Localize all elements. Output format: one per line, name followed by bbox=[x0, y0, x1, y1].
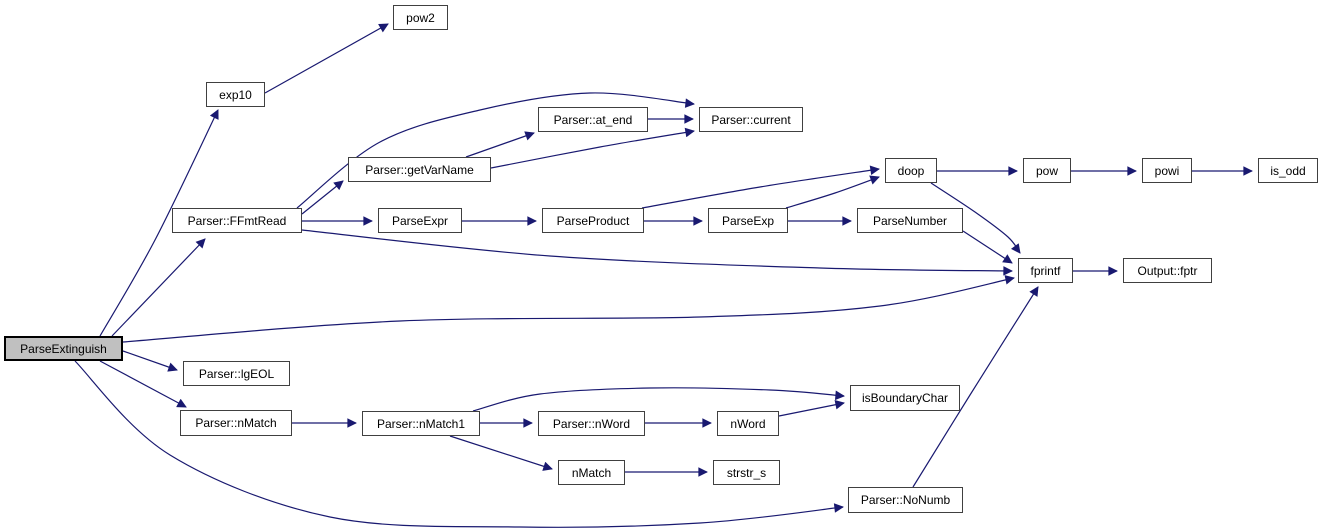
edge-no-numb-to-fprintf bbox=[912, 286, 1039, 488]
node-label-nword-parser: Parser::nWord bbox=[552, 416, 631, 431]
node-is-odd[interactable]: is_odd bbox=[1258, 158, 1318, 183]
edge-get-var-name-to-current bbox=[490, 127, 695, 169]
node-label-pow2: pow2 bbox=[406, 10, 435, 25]
edge-parse-extinguish-to-exp10 bbox=[99, 109, 219, 337]
node-nword[interactable]: nWord bbox=[717, 411, 779, 436]
edge-parse-product-to-doop bbox=[641, 165, 880, 209]
node-parse-number[interactable]: ParseNumber bbox=[857, 208, 963, 233]
edge-parse-extinguish-to-lg-eol bbox=[122, 350, 178, 372]
node-label-nmatch: nMatch bbox=[571, 465, 612, 480]
node-label-parse-number: ParseNumber bbox=[872, 213, 948, 228]
node-label-is-boundary-char: isBoundaryChar bbox=[861, 391, 949, 405]
node-label-lg-eol: Parser::lgEOL bbox=[198, 366, 275, 381]
node-label-parse-expr: ParseExpr bbox=[391, 213, 449, 228]
node-label-parse-product: ParseProduct bbox=[556, 213, 630, 228]
edge-parse-extinguish-to-ffmt-read bbox=[111, 238, 206, 337]
node-label-nmatch1: Parser::nMatch1 bbox=[376, 416, 466, 431]
node-current[interactable]: Parser::current bbox=[699, 107, 803, 132]
node-exp10[interactable]: exp10 bbox=[206, 82, 265, 107]
node-parse-product[interactable]: ParseProduct bbox=[542, 208, 644, 233]
edge-parse-extinguish-to-fprintf bbox=[122, 275, 1015, 343]
node-label-output-fptr: Output::fptr bbox=[1137, 263, 1198, 278]
node-strstr-s[interactable]: strstr_s bbox=[713, 460, 780, 485]
node-pow[interactable]: pow bbox=[1023, 158, 1071, 183]
node-label-is-odd: is_odd bbox=[1270, 163, 1306, 178]
node-label-strstr-s: strstr_s bbox=[726, 465, 767, 480]
node-nmatch[interactable]: nMatch bbox=[558, 460, 625, 485]
node-label-doop: doop bbox=[897, 163, 925, 178]
node-parse-exp[interactable]: ParseExp bbox=[708, 208, 788, 233]
node-pow2[interactable]: pow2 bbox=[393, 5, 448, 30]
node-powi[interactable]: powi bbox=[1142, 158, 1192, 183]
node-label-no-numb: Parser::NoNumb bbox=[860, 493, 951, 507]
edge-parse-extinguish-to-no-numb bbox=[74, 360, 844, 528]
node-label-at-end: Parser::at_end bbox=[553, 112, 633, 127]
node-doop[interactable]: doop bbox=[885, 158, 937, 183]
node-label-nword: nWord bbox=[730, 416, 766, 431]
node-label-powi: powi bbox=[1154, 163, 1180, 178]
node-parse-extinguish[interactable]: ParseExtinguish bbox=[4, 336, 123, 361]
node-label-parse-extinguish: ParseExtinguish bbox=[20, 341, 107, 356]
node-no-numb[interactable]: Parser::NoNumb bbox=[848, 487, 963, 513]
edge-ffmt-read-to-get-var-name bbox=[301, 180, 344, 215]
node-label-fprintf: fprintf bbox=[1030, 263, 1061, 278]
node-label-get-var-name: Parser::getVarName bbox=[365, 162, 474, 177]
node-label-current: Parser::current bbox=[711, 112, 791, 127]
node-label-parse-exp: ParseExp bbox=[721, 213, 775, 228]
edge-nword-to-is-boundary-char bbox=[778, 399, 845, 417]
edge-doop-to-fprintf bbox=[930, 182, 1021, 254]
edge-parse-extinguish-to-nmatch-parser bbox=[99, 360, 187, 408]
edge-ffmt-read-to-fprintf bbox=[301, 229, 1013, 276]
node-nmatch1[interactable]: Parser::nMatch1 bbox=[362, 411, 480, 436]
edge-exp10-to-pow2 bbox=[264, 23, 389, 94]
node-label-ffmt-read: Parser::FFmtRead bbox=[187, 213, 287, 228]
edge-nmatch1-to-is-boundary-char bbox=[472, 387, 845, 412]
node-ffmt-read[interactable]: Parser::FFmtRead bbox=[172, 208, 302, 233]
edge-parse-number-to-fprintf bbox=[962, 230, 1013, 264]
node-fprintf[interactable]: fprintf bbox=[1018, 258, 1073, 283]
node-is-boundary-char[interactable]: isBoundaryChar bbox=[850, 385, 960, 411]
node-label-pow: pow bbox=[1035, 163, 1058, 178]
node-nword-parser[interactable]: Parser::nWord bbox=[538, 411, 645, 436]
node-parse-expr[interactable]: ParseExpr bbox=[378, 208, 462, 233]
node-output-fptr[interactable]: Output::fptr bbox=[1123, 258, 1212, 283]
node-lg-eol[interactable]: Parser::lgEOL bbox=[183, 361, 290, 386]
node-at-end[interactable]: Parser::at_end bbox=[538, 107, 648, 132]
edge-parse-exp-to-doop bbox=[785, 175, 880, 209]
edge-get-var-name-to-at-end bbox=[465, 131, 535, 158]
node-label-exp10: exp10 bbox=[219, 87, 252, 102]
node-label-nmatch-parser: Parser::nMatch bbox=[195, 416, 277, 430]
node-nmatch-parser[interactable]: Parser::nMatch bbox=[180, 410, 292, 436]
node-get-var-name[interactable]: Parser::getVarName bbox=[348, 157, 491, 182]
edge-nmatch1-to-nmatch bbox=[449, 435, 553, 471]
